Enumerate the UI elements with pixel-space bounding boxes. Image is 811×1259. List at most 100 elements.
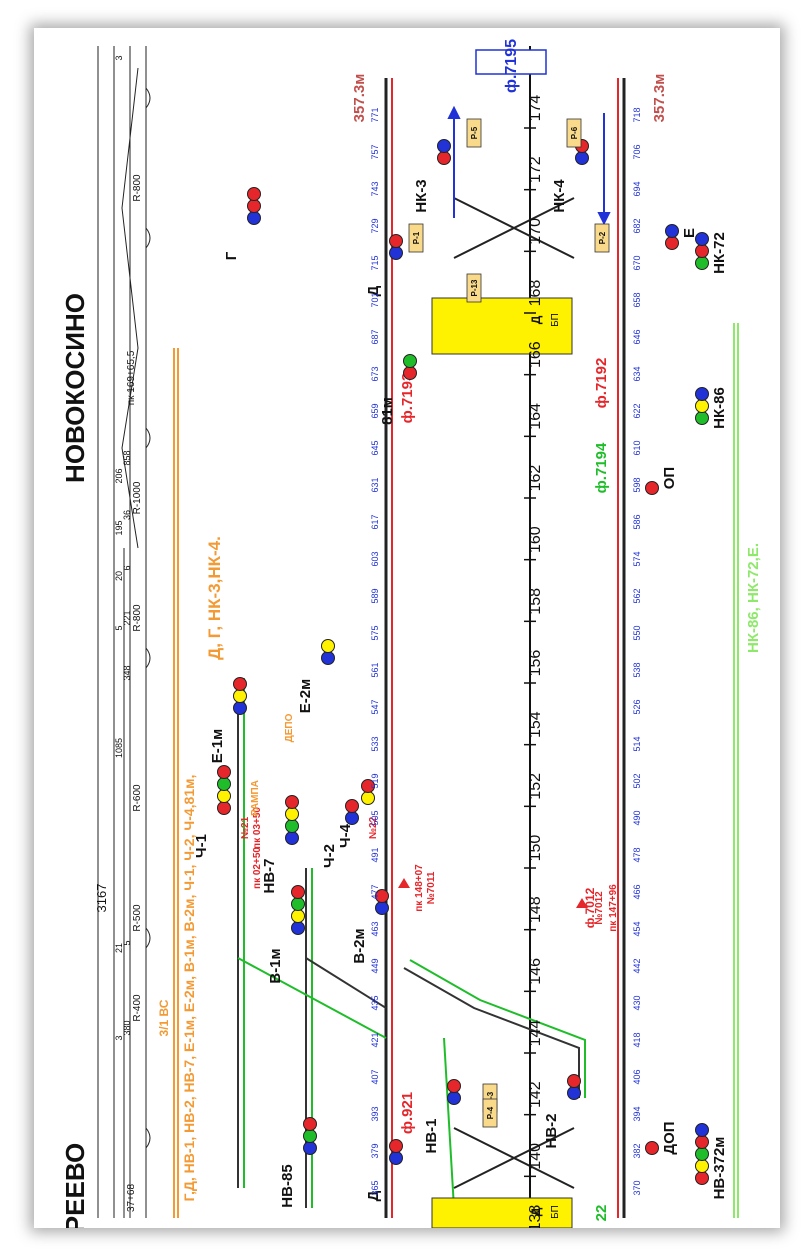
marker-label: РАМПА — [250, 780, 261, 816]
km-mark: 586 — [632, 514, 642, 529]
signal-label: Е-2м — [297, 679, 314, 713]
signal-10-lamp — [233, 689, 247, 703]
km-mark: 715 — [370, 255, 380, 270]
signal-label: Ч-4 — [337, 823, 354, 848]
route-note-top: Д, Г, НК-3,НК-4. — [205, 536, 224, 660]
km-mark: 743 — [370, 181, 380, 196]
signal-11-lamp — [321, 651, 335, 665]
segment-length-label: 1085 — [114, 738, 124, 758]
signal-0-lamp — [303, 1129, 317, 1143]
signal-label: НВ-2 — [543, 1113, 560, 1148]
signal-1-lamp — [695, 1147, 709, 1161]
km-mark: 538 — [632, 662, 642, 677]
track-circuit-label: ф.7193 — [399, 373, 416, 424]
km-mark: 631 — [370, 477, 380, 492]
picket-number: 156 — [527, 650, 544, 677]
signal-5-lamp — [695, 244, 709, 258]
km-mark: 701 — [370, 292, 380, 307]
km-mark: 687 — [370, 329, 380, 344]
track-circuit-label: 357.3м — [351, 74, 368, 123]
signal-6-lamp — [217, 801, 231, 815]
km-mark: 645 — [370, 440, 380, 455]
segment-length-label: 3 — [114, 1035, 124, 1040]
route-lines-right — [733, 323, 739, 1218]
km-mark: 682 — [632, 218, 642, 233]
signal-label: НК-86 — [711, 387, 728, 429]
km-mark: 658 — [632, 292, 642, 307]
km-mark: 449 — [370, 958, 380, 973]
km-mark: 589 — [370, 588, 380, 603]
km-mark: 406 — [632, 1069, 642, 1084]
km-mark: 670 — [632, 255, 642, 270]
signal-7-lamp — [345, 811, 359, 825]
signal-label: НК-3 — [413, 179, 430, 212]
crossovers — [453, 197, 575, 1189]
picket-number: 148 — [527, 896, 544, 923]
route-note-right: НК-86, НК-72,Е. — [745, 543, 762, 653]
signal-label: В-2м — [351, 928, 368, 963]
signal-10-lamp — [233, 701, 247, 715]
km-mark: 718 — [632, 107, 642, 122]
relay-label: Р-5 — [470, 126, 479, 139]
km-mark: 729 — [370, 218, 380, 233]
signal-4-lamp — [291, 921, 305, 935]
km-mark: 659 — [370, 403, 380, 418]
picket-number: 146 — [527, 958, 544, 985]
segment-length-label: 5 — [114, 625, 124, 630]
marker-label: пк 147+96 — [608, 884, 619, 932]
signal-1-lamp — [695, 1159, 709, 1173]
signal-1-lamp — [389, 1151, 403, 1165]
km-mark: 646 — [632, 329, 642, 344]
platform-sub-label: БП — [550, 313, 561, 327]
km-mark: 706 — [632, 144, 642, 159]
curve-radius-label: R-400 — [132, 994, 143, 1022]
signal-14-lamp — [389, 246, 403, 260]
picket-number: 172 — [527, 156, 544, 183]
km-mark: 430 — [632, 995, 642, 1010]
km-mark: 393 — [370, 1106, 380, 1121]
signal-4-lamp — [665, 236, 679, 250]
km-mark: 757 — [370, 144, 380, 159]
track-circuit-label: ф.7012 — [583, 887, 597, 928]
curve-radius-label: R-800 — [132, 174, 143, 202]
marker-label: №21 — [240, 816, 251, 839]
relay-label: Р-13 — [470, 279, 479, 296]
km-mark: 379 — [370, 1143, 380, 1158]
km-mark: 561 — [370, 662, 380, 677]
km-mark: 502 — [632, 773, 642, 788]
signal-label: Ч-1 — [193, 834, 210, 858]
segment-length-label: 20 — [114, 571, 124, 581]
km-mark: 463 — [370, 921, 380, 936]
segment-length-label: 858 — [122, 450, 132, 465]
km-mark: 694 — [632, 181, 642, 196]
chainage-label: 37+68 — [126, 1184, 137, 1213]
km-mark: 598 — [632, 477, 642, 492]
picket-number: 138 — [527, 1205, 544, 1228]
km-mark: 490 — [632, 810, 642, 825]
signal-1-lamp — [695, 1171, 709, 1185]
signal-3-lamp — [567, 1086, 581, 1100]
km-mark: 622 — [632, 403, 642, 418]
signal-label: ОП — [661, 467, 678, 489]
signal-9-lamp — [285, 807, 299, 821]
signal-6-lamp — [217, 765, 231, 779]
km-mark: 519 — [370, 773, 380, 788]
segment-length-label: 195 — [114, 520, 124, 535]
platform-label: Д — [529, 1207, 543, 1216]
signal-label: ДОП — [661, 1121, 678, 1154]
signal-16-lamp — [575, 151, 589, 165]
route-note-left-sub: 3/1 ВС — [157, 999, 171, 1036]
relay-box — [482, 1098, 498, 1128]
signal-label: Г — [223, 251, 240, 260]
depot-tracks — [237, 678, 586, 1209]
marker-label: №7011 — [426, 871, 437, 904]
platform-sub-label: БП — [550, 1205, 561, 1219]
marker-triangle — [576, 898, 588, 908]
signal-3-lamp — [695, 411, 709, 425]
marker-label: пк 02+50 — [252, 847, 263, 889]
segment-length-label: 3 — [114, 55, 124, 60]
marker-label: №7012 — [594, 891, 605, 925]
segment-length-label: 348 — [122, 665, 132, 680]
signal-10-lamp — [233, 677, 247, 691]
